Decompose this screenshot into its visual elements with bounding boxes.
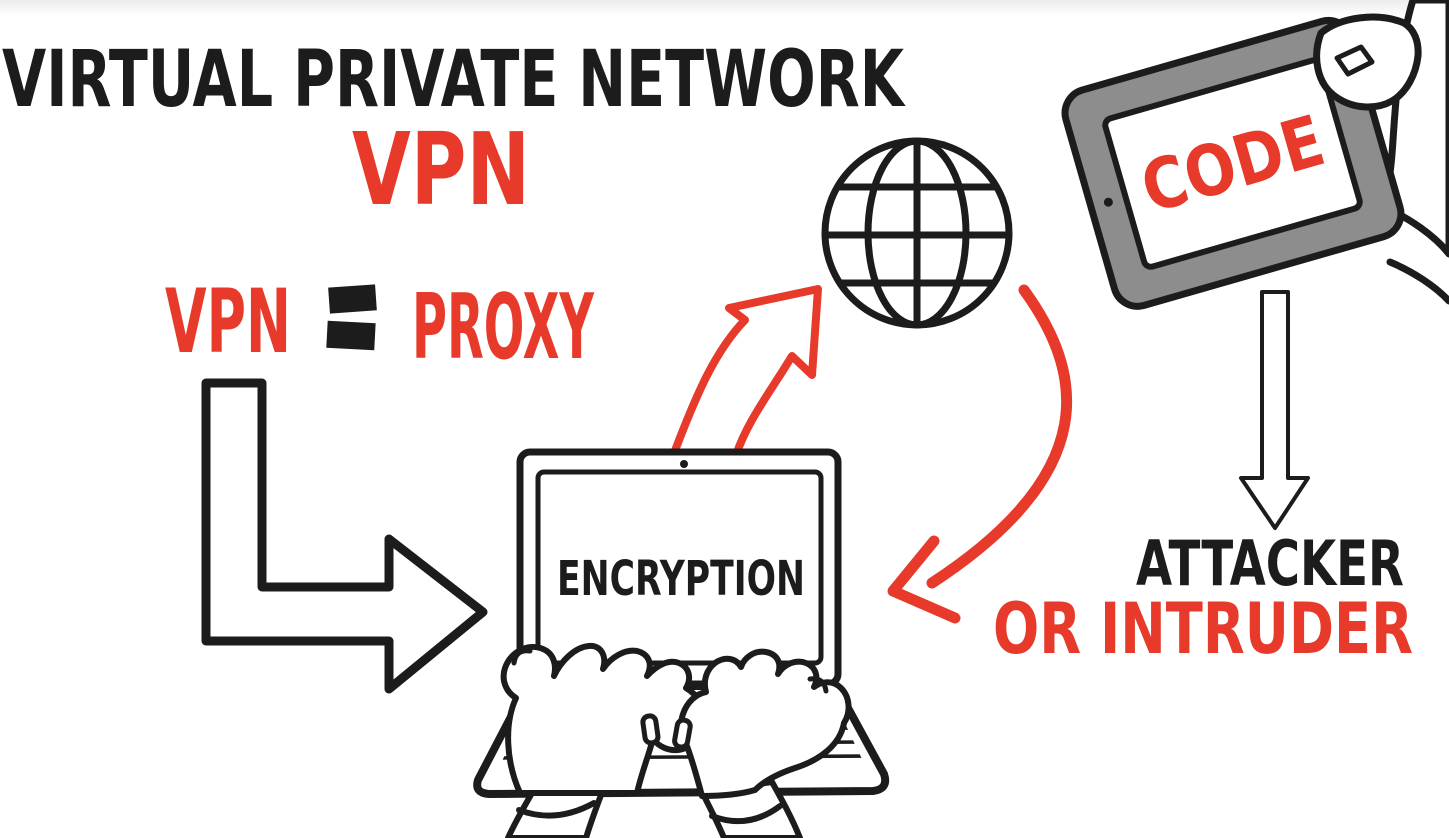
holding-finger [1386, 258, 1449, 305]
equation-right-proxy: PROXY [412, 275, 595, 380]
intruder-label: OR INTRUDER [993, 588, 1413, 670]
l-shaped-arrow-icon [201, 378, 488, 694]
camera-dot-icon [1103, 197, 1113, 207]
attacker-label: ATTACKER [1136, 527, 1404, 600]
tablet-screen [1102, 57, 1363, 270]
left-thumbnail-icon [640, 713, 661, 746]
page-title: VIRTUAL PRIVATE NETWORK [2, 35, 906, 125]
white-down-arrow-icon [1239, 290, 1310, 530]
right-thumbnail-icon [672, 717, 693, 750]
equals-icon [326, 284, 377, 351]
return-curve-arrow-icon [887, 284, 1073, 624]
laptop-screen-label: ENCRYPTION [557, 551, 805, 607]
equation-left-vpn: VPN [165, 270, 291, 373]
right-hand [677, 648, 852, 799]
top-fade-strip [0, 0, 1449, 16]
up-arrow-icon [669, 285, 822, 460]
webcam-dot-icon [680, 460, 688, 468]
vpn-abbreviation: VPN [352, 111, 530, 228]
tablet-icon: CODE [1061, 16, 1405, 310]
globe-icon [821, 137, 1013, 329]
thumbnail-icon [1334, 44, 1375, 77]
typing-hands-icon [500, 642, 852, 799]
holding-thumb-icon [1313, 13, 1422, 111]
